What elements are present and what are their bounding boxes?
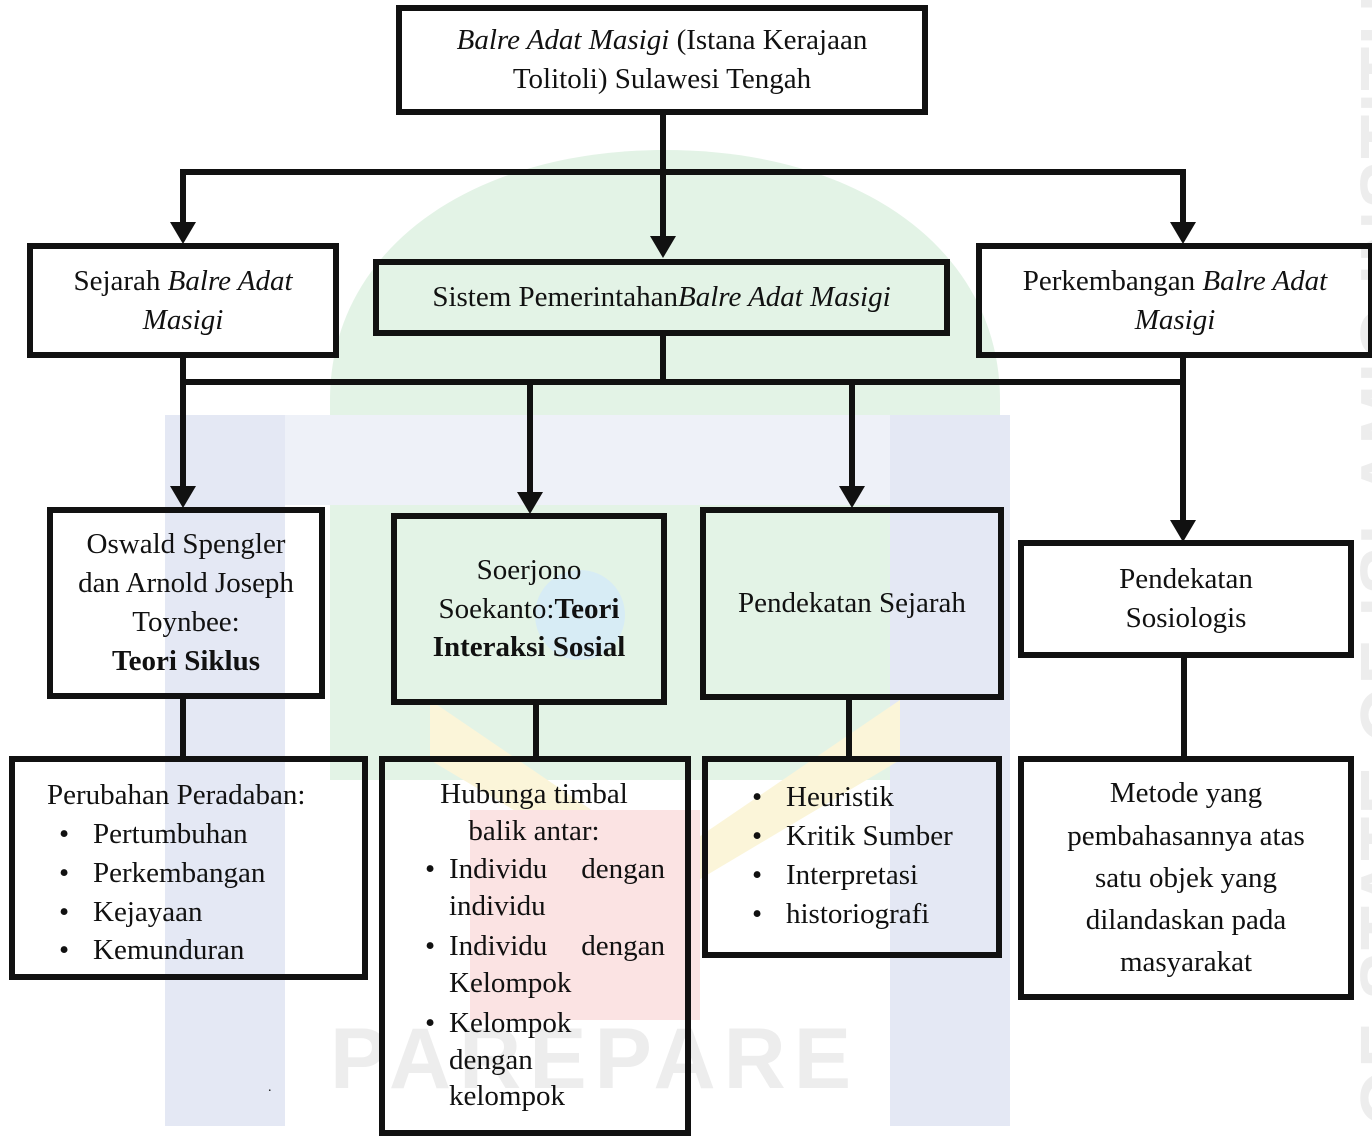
node-soekanto-text: Soerjono Soekanto: xyxy=(438,553,582,625)
node-pendekatan-sejarah: Pendekatan Sejarah xyxy=(700,507,1004,700)
stray-mark: . xyxy=(268,1080,272,1095)
node-pendekatan-sosiologis: Pendekatan Sosiologis xyxy=(1018,540,1354,658)
node-soekanto: Soerjono Soekanto:Teori Interaksi Sosial xyxy=(391,513,667,705)
hubungan-item-3-line1: Kelompok xyxy=(449,1007,572,1040)
node-sejarah-label: Sejarah Balre Adat Masigi xyxy=(47,262,319,340)
node-sejarah-prefix: Sejarah xyxy=(73,264,168,297)
root-node-label: Balre Adat Masigi (Istana Kerajaan Tolit… xyxy=(422,21,902,99)
list-item: Heuristik xyxy=(740,778,996,817)
node-perkembangan: Perkembangan Balre Adat Masigi xyxy=(976,243,1372,358)
root-title-italic: Balre Adat Masigi xyxy=(456,24,670,57)
node-spengler-bold: Teori Siklus xyxy=(111,644,261,677)
node-sejarah-italic: Balre Adat Masigi xyxy=(142,264,293,336)
hubungan-item-1: • Individu dengan individu xyxy=(425,851,665,924)
hubungan-item-1-line2: individu xyxy=(449,889,546,922)
list-item: Kemunduran xyxy=(47,931,362,970)
peradaban-title: Perubahan Peradaban: xyxy=(47,779,306,811)
node-perkembangan-italic: Balre Adat Masigi xyxy=(1134,264,1328,336)
hubungan-item-1-line1: Individu dengan xyxy=(449,853,665,886)
hubungan-title: Hubunga timbal balik antar: xyxy=(440,778,628,847)
node-hubungan: Hubunga timbal balik antar: • Individu d… xyxy=(379,756,691,1136)
hubungan-item-2: • Individu dengan Kelompok xyxy=(425,928,665,1001)
node-perkembangan-prefix: Perkembangan xyxy=(1022,264,1203,297)
list-item: Kejayaan xyxy=(47,893,362,932)
node-metode-sejarah: Heuristik Kritik Sumber Interpretasi his… xyxy=(702,756,1002,958)
node-pendekatan-sosiologis-label: Pendekatan Sosiologis xyxy=(1119,563,1253,634)
node-soekanto-bold: Teori Interaksi Sosial xyxy=(432,592,626,664)
list-item: Interpretasi xyxy=(740,856,996,895)
node-sistem-italic: Balre Adat Masigi xyxy=(677,281,891,314)
root-title-rest: (Istana Kerajaan Tolitoli) Sulawesi Teng… xyxy=(512,24,868,95)
node-spengler-label: Oswald Spengler dan Arnold Joseph Toynbe… xyxy=(75,525,297,680)
node-spengler-text: Oswald Spengler dan Arnold Joseph Toynbe… xyxy=(78,528,294,638)
peradaban-list: Pertumbuhan Perkembangan Kejayaan Kemund… xyxy=(47,815,362,970)
node-sejarah: Sejarah Balre Adat Masigi xyxy=(27,243,339,358)
node-sistem-prefix: Sistem Pemerintahan xyxy=(432,281,678,314)
root-node: Balre Adat Masigi (Istana Kerajaan Tolit… xyxy=(396,5,928,115)
node-spengler: Oswald Spengler dan Arnold Joseph Toynbe… xyxy=(47,507,325,699)
list-item: Kritik Sumber xyxy=(740,817,996,856)
node-sistem-label: Sistem PemerintahanBalre Adat Masigi xyxy=(432,278,890,317)
list-item: Perkembangan xyxy=(47,854,362,893)
hubungan-item-2-line1: Individu dengan xyxy=(449,930,665,963)
node-soekanto-label: Soerjono Soekanto:Teori Interaksi Sosial xyxy=(415,551,643,668)
hubungan-item-2-line2: Kelompok xyxy=(449,966,572,999)
node-sistem: Sistem PemerintahanBalre Adat Masigi xyxy=(373,259,950,336)
node-metode-sosiologis: Metode yang pembahasannya atas satu obje… xyxy=(1018,756,1354,1000)
node-perkembangan-label: Perkembangan Balre Adat Masigi xyxy=(996,262,1354,340)
hubungan-item-3-line2: dengan xyxy=(449,1043,533,1076)
metode-sosiologis-text: Metode yang pembahasannya atas satu obje… xyxy=(1067,777,1305,979)
metode-sejarah-list: Heuristik Kritik Sumber Interpretasi his… xyxy=(740,778,996,933)
node-pendekatan-sejarah-label: Pendekatan Sejarah xyxy=(738,587,966,620)
hubungan-item-3: • Kelompok dengan kelompok xyxy=(425,1005,665,1115)
hubungan-item-3-line3: kelompok xyxy=(449,1080,565,1113)
list-item: Pertumbuhan xyxy=(47,815,362,854)
node-perubahan-peradaban: Perubahan Peradaban: Pertumbuhan Perkemb… xyxy=(9,756,368,980)
list-item: historiografi xyxy=(740,895,996,934)
